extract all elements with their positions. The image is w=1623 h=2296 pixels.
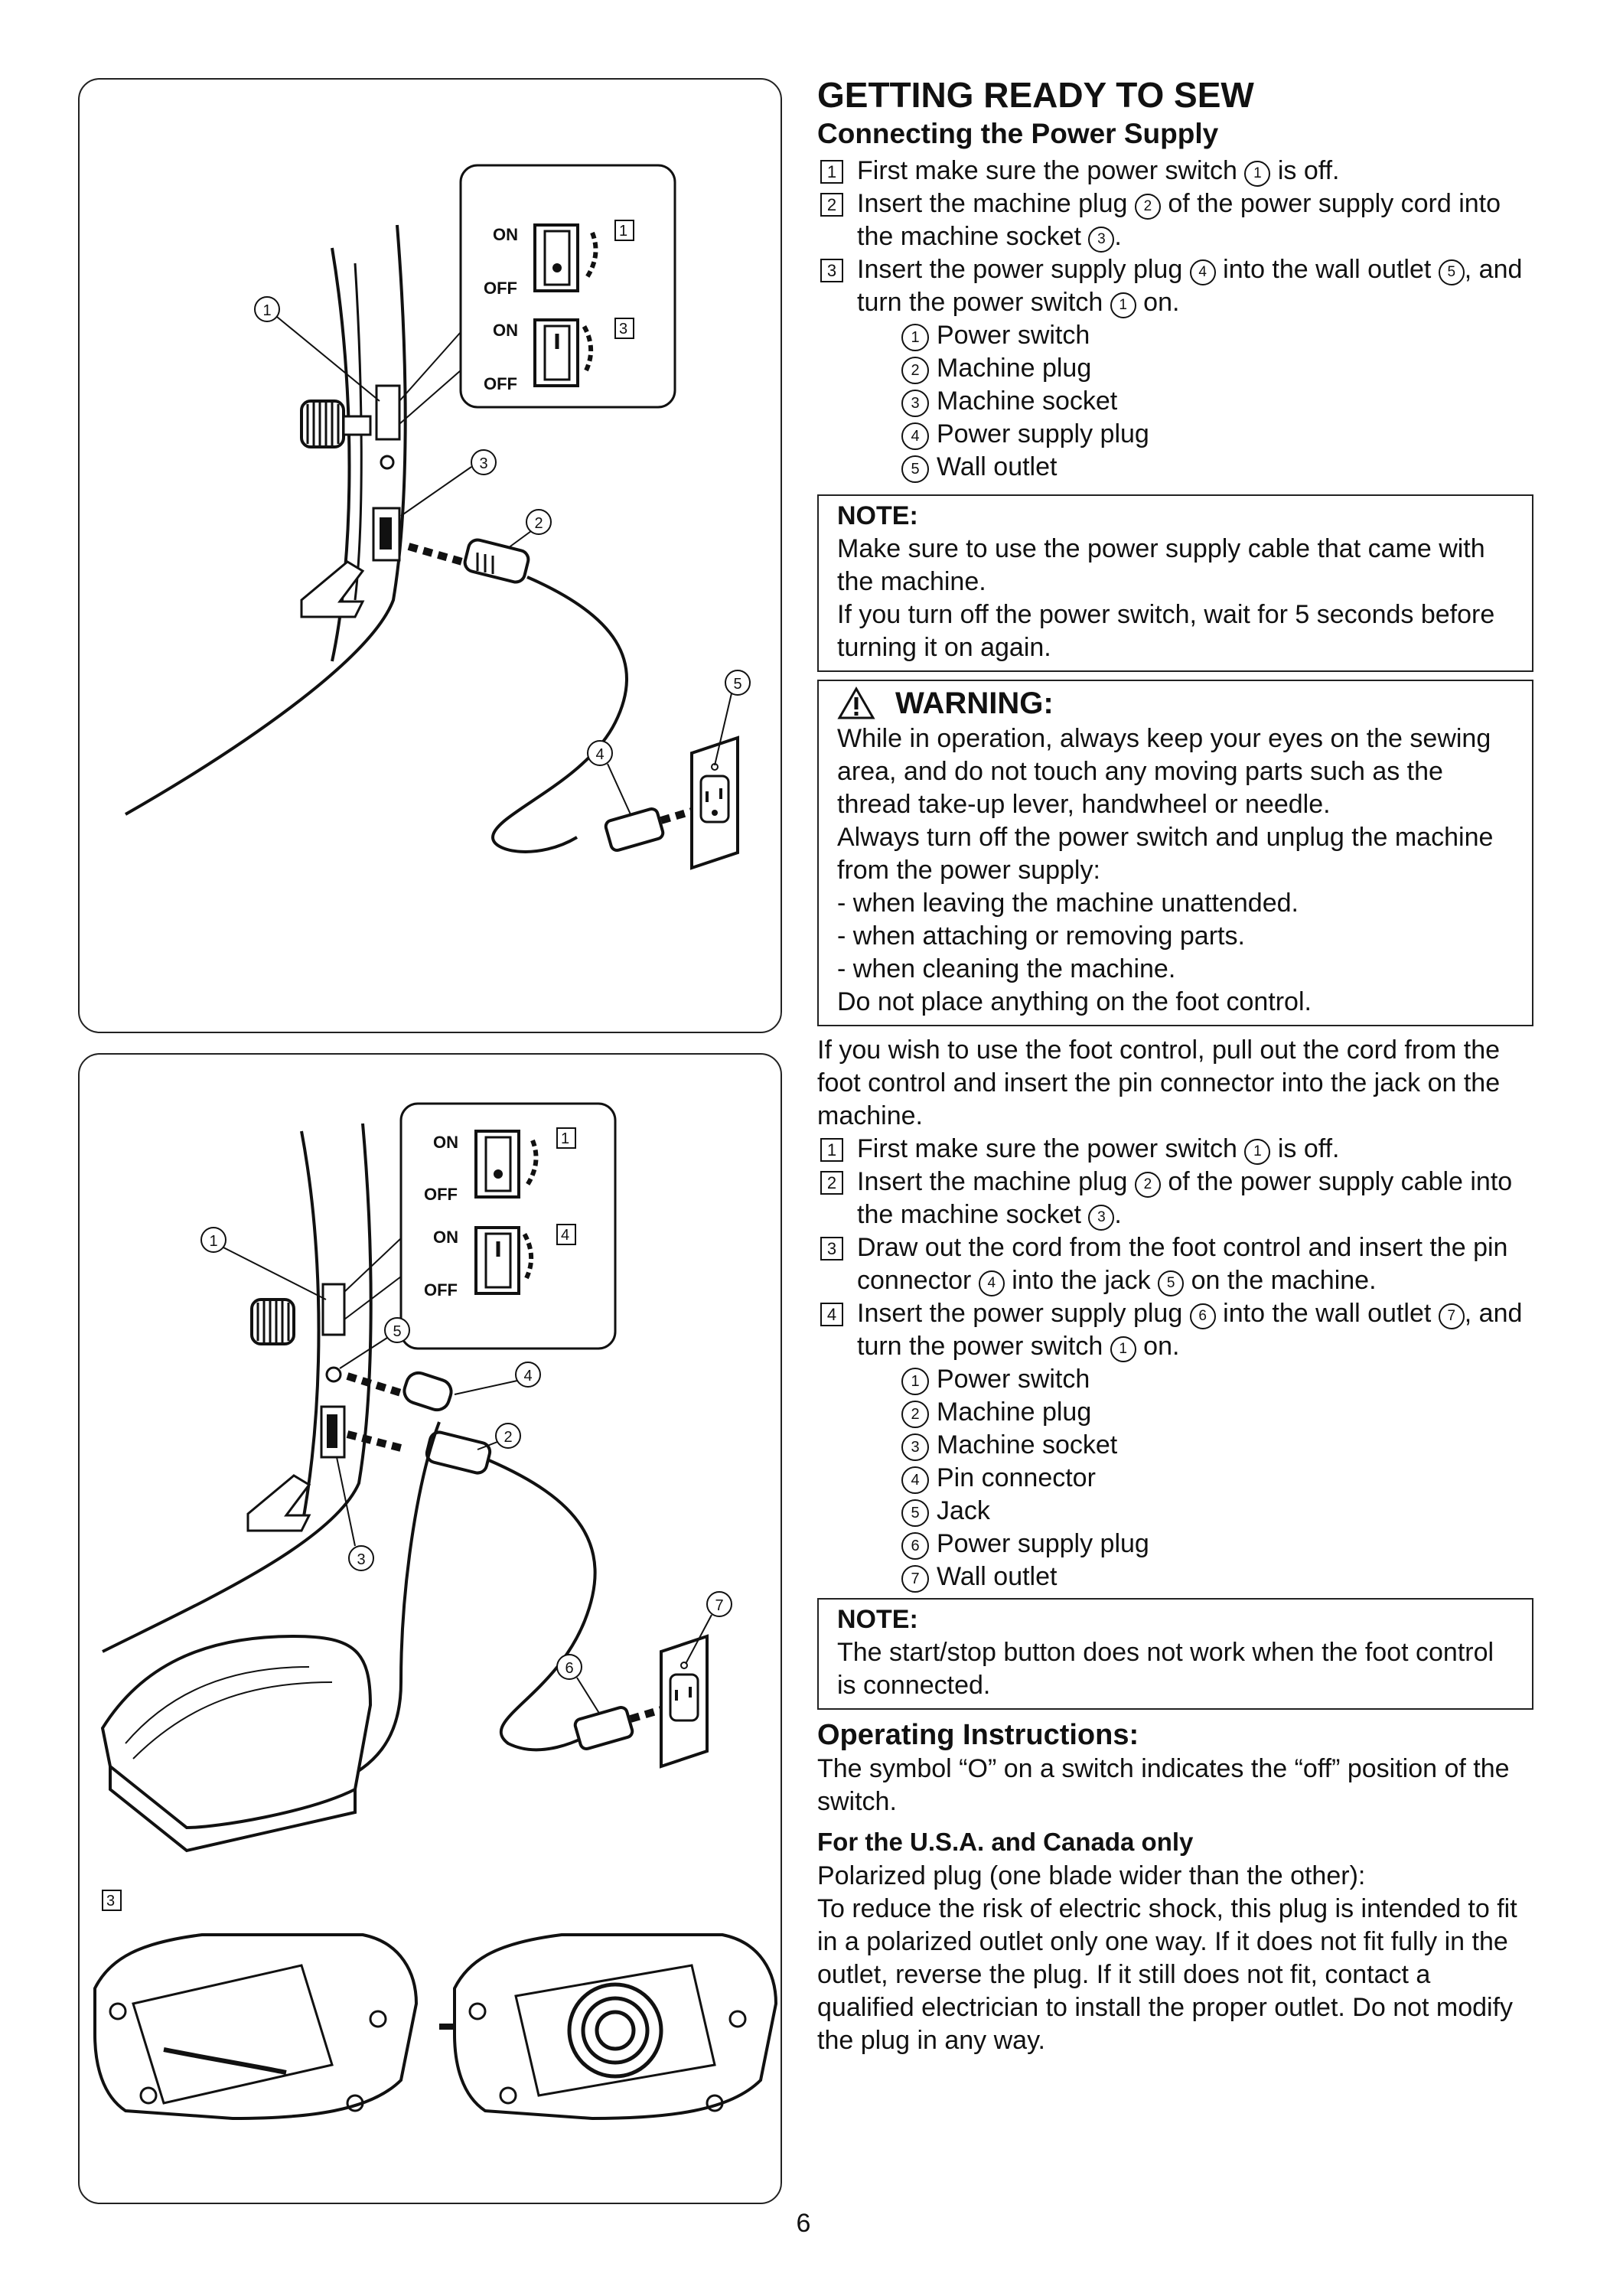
svg-text:3: 3 — [479, 455, 487, 472]
pin-connector-icon — [346, 1371, 453, 1412]
illustration-foot-control: ON OFF ON OFF 1 4 — [78, 1053, 782, 2204]
rocker-switch-on-icon — [533, 318, 594, 387]
svg-text:2: 2 — [534, 515, 543, 532]
power-supply-plug-icon — [604, 807, 693, 852]
sub-step-mark-3: 3 — [106, 1893, 115, 1910]
foot-control-icon — [100, 1634, 373, 1853]
inset-off-label-2: OFF — [424, 1280, 458, 1300]
note-title: NOTE: — [837, 501, 918, 530]
foot-control-closed-icon — [93, 1933, 419, 2121]
callout-5: 5 — [339, 1317, 410, 1369]
warning-title: WARNING: — [895, 687, 1054, 720]
svg-text:1: 1 — [209, 1233, 217, 1250]
inset-off-label-2: OFF — [484, 374, 517, 393]
handwheel-knob-icon — [300, 400, 372, 448]
step-2: 2 Insert the machine plug 2 of the power… — [817, 188, 1533, 253]
inset-off-label-1: OFF — [484, 279, 517, 298]
inset-on-label-1: ON — [493, 225, 518, 244]
jack-icon — [325, 1366, 342, 1383]
callout-3: 3 — [336, 1456, 374, 1571]
callout-3: 3 — [400, 449, 497, 517]
fc-step-2: 2 Insert the machine plug 2 of the power… — [817, 1166, 1533, 1231]
machine-plug-icon — [346, 1430, 492, 1475]
note-box-2: NOTE: The start/stop button does not wor… — [817, 1598, 1533, 1710]
note-box-1: NOTE: Make sure to use the power supply … — [817, 494, 1533, 672]
warning-box: WARNING: While in operation, always keep… — [817, 680, 1533, 1026]
svg-text:4: 4 — [595, 746, 604, 763]
step-1: 1 First make sure the power switch 1 is … — [817, 155, 1533, 188]
step-mark-3: 3 — [619, 321, 627, 338]
fc-step-1: 1 First make sure the power switch 1 is … — [817, 1133, 1533, 1166]
foot-control-intro: If you wish to use the foot control, pul… — [817, 1035, 1501, 1130]
text-column: GETTING READY TO SEW Connecting the Powe… — [817, 73, 1533, 2057]
rocker-switch-on-icon — [474, 1226, 534, 1295]
rocker-switch-off-icon — [533, 223, 598, 292]
machine-socket-icon — [372, 507, 401, 562]
inset-on-label-1: ON — [433, 1133, 458, 1152]
step-mark-1: 1 — [561, 1130, 569, 1147]
callout-4: 4 — [587, 740, 631, 815]
callout-4: 4 — [454, 1362, 541, 1395]
callout-1: 1 — [254, 296, 380, 402]
callout-6: 6 — [556, 1654, 601, 1715]
foot-control-diagram: ON OFF ON OFF 1 4 — [93, 1102, 778, 2121]
callout-2: 2 — [477, 1423, 521, 1450]
operating-instructions-text: The symbol “O” on a switch indicates the… — [817, 1754, 1510, 1816]
callout-2: 2 — [507, 509, 552, 549]
operating-instructions-heading: Operating Instructions: — [817, 1719, 1139, 1751]
svg-text:5: 5 — [393, 1323, 401, 1340]
page-number: 6 — [796, 2209, 811, 2238]
step-mark-1: 1 — [619, 223, 627, 240]
section-heading-power-supply: Connecting the Power Supply — [817, 118, 1219, 149]
callout-5: 5 — [714, 670, 751, 766]
svg-text:1: 1 — [262, 302, 271, 319]
inset-off-label-1: OFF — [424, 1185, 458, 1204]
inset-on-label-2: ON — [493, 321, 518, 340]
power-supply-diagram: ON OFF ON OFF 1 3 — [125, 164, 751, 870]
callout-1: 1 — [200, 1227, 327, 1300]
fc-step-3: 3 Draw out the cord from the foot contro… — [817, 1231, 1533, 1297]
usa-canada-heading: For the U.S.A. and Canada only — [817, 1828, 1194, 1856]
callout-7: 7 — [685, 1591, 732, 1665]
step-mark-4: 4 — [561, 1227, 569, 1244]
svg-text:4: 4 — [523, 1368, 532, 1384]
inset-on-label-2: ON — [433, 1228, 458, 1247]
svg-text:3: 3 — [357, 1551, 365, 1568]
machine-plug-icon — [407, 538, 530, 584]
warning-triangle-icon — [837, 687, 875, 719]
svg-text:2: 2 — [504, 1429, 512, 1446]
power-supply-plug-icon — [573, 1706, 663, 1750]
foot-control-open-icon — [453, 1933, 778, 2121]
wall-outlet-icon — [690, 735, 739, 870]
power-switch-icon — [321, 1283, 346, 1336]
power-switch-icon — [375, 384, 401, 441]
svg-text:6: 6 — [565, 1660, 573, 1677]
svg-text:5: 5 — [733, 676, 741, 693]
rocker-switch-off-icon — [474, 1130, 539, 1199]
fc-step-4: 4 Insert the power supply plug 6 into th… — [817, 1297, 1533, 1363]
handwheel-knob-icon — [250, 1298, 295, 1345]
page-title: GETTING READY TO SEW — [817, 75, 1254, 115]
step-3: 3 Insert the power supply plug 4 into th… — [817, 253, 1533, 319]
svg-text:7: 7 — [715, 1597, 723, 1614]
illustration-power-supply: ON OFF ON OFF 1 3 — [78, 78, 782, 1033]
wall-outlet-icon — [660, 1634, 709, 1769]
